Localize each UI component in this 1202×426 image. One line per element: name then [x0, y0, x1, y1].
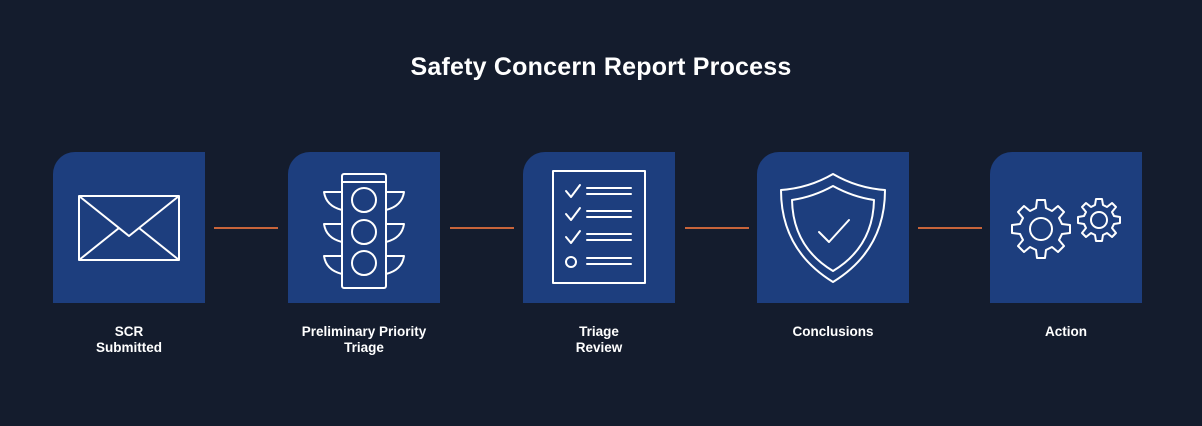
step-conclusions: Conclusions — [757, 152, 909, 339]
connector-line — [450, 227, 514, 229]
shield-check-icon — [780, 173, 886, 283]
step-tile — [53, 152, 205, 303]
traffic-light-icon — [323, 173, 405, 289]
step-label: Conclusions — [792, 324, 874, 339]
step-label: Preliminary Priority Triage — [301, 324, 427, 355]
step-label: Action — [1045, 324, 1087, 339]
step-tile — [288, 152, 440, 303]
connector-line — [685, 227, 749, 229]
step-scr-submitted: SCR Submitted — [53, 152, 205, 355]
step-tile — [990, 152, 1142, 303]
step-label: SCR Submitted — [96, 324, 162, 355]
connector-line — [214, 227, 278, 229]
step-tile — [757, 152, 909, 303]
envelope-icon — [78, 195, 180, 261]
step-action: Action — [990, 152, 1142, 339]
step-label: Triage Review — [575, 324, 623, 355]
gears-icon — [1011, 198, 1121, 259]
step-tile — [523, 152, 675, 303]
connector-line — [918, 227, 982, 229]
page-title: Safety Concern Report Process — [410, 53, 792, 81]
checklist-icon — [552, 170, 646, 284]
step-triage-review: Triage Review — [523, 152, 675, 355]
step-preliminary-priority-triage: Preliminary Priority Triage — [288, 152, 440, 355]
